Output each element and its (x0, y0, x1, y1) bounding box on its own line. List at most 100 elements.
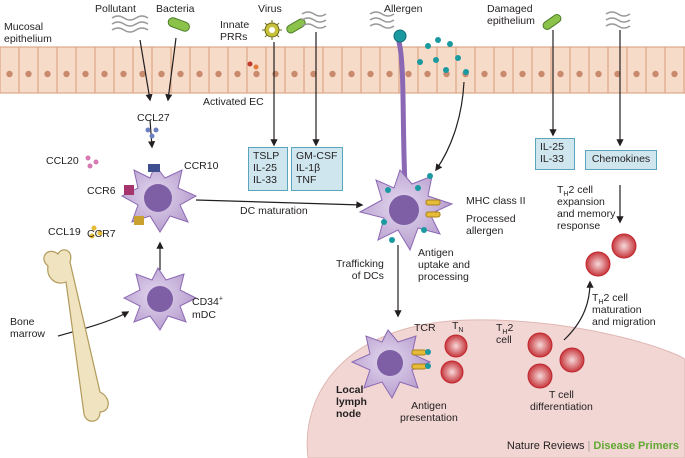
cytokine-il33: IL-33 (253, 174, 277, 186)
epithelial-cell (303, 46, 324, 94)
label-t-cell-differentiation: T cell differentiation (530, 389, 593, 413)
epithelial-cell (18, 46, 39, 94)
pollutant-icon-4 (605, 11, 631, 29)
epithelial-cell (512, 46, 533, 94)
label-pollutant: Pollutant (95, 3, 136, 15)
epithelial-cell (664, 46, 685, 94)
th2-expansion-sub: H (563, 191, 569, 199)
epithelial-nucleus (82, 70, 89, 78)
epithelial-nucleus (595, 70, 602, 78)
cytokine-il25: IL-25 (253, 162, 277, 174)
cd34-mdc-cell (122, 267, 198, 331)
epithelial-nucleus (614, 70, 621, 78)
footer-journal: Disease Primers (593, 440, 679, 452)
label-th2-expansion: TH2 cell expansion and memory response (557, 184, 615, 232)
cytokine-il33-b: IL-33 (540, 153, 564, 165)
th2-cell-text: 2 cell (496, 322, 514, 346)
dendritic-cell-immature (120, 163, 198, 233)
epithelial-cell (56, 46, 77, 94)
epithelial-cell (341, 46, 362, 94)
epithelial-nucleus (139, 70, 146, 78)
epithelial-cell (322, 46, 343, 94)
th2-expansion-text: 2 cell expansion and memory response (557, 184, 616, 232)
bacteria-icon (167, 17, 190, 32)
label-ccl27: CCL27 (137, 112, 170, 124)
allergen-particles (417, 37, 469, 75)
ccl20-dots (85, 155, 99, 169)
epithelial-nucleus (500, 70, 507, 78)
label-damaged-epithelium: Damaged epithelium (487, 3, 535, 27)
epithelial-nucleus (120, 70, 127, 78)
epithelial-cell (531, 46, 552, 94)
cytokine-il1b: IL-1β (296, 162, 321, 174)
footer-publisher: Nature Reviews (506, 440, 585, 452)
label-trafficking-dcs: Trafficking of DCs (336, 258, 384, 282)
epithelial-cell (474, 46, 495, 94)
label-local-lymph-node: Local lymph node (336, 384, 367, 420)
epithelial-cell (284, 46, 305, 94)
label-virus: Virus (258, 3, 282, 15)
th2-cell-t: T (496, 322, 503, 334)
epithelial-nucleus (25, 70, 32, 78)
ccl19-dots (89, 225, 103, 239)
label-tcr: TCR (414, 322, 436, 334)
pollutant-icon-2 (301, 11, 327, 29)
pollutant-icon-3 (369, 11, 395, 29)
label-cd34-mdc: CD34+ mDC (192, 296, 223, 322)
epithelial-nucleus (196, 70, 203, 78)
epithelial-cell (626, 46, 647, 94)
epithelial-nucleus (519, 70, 526, 78)
epithelial-cell (227, 46, 248, 94)
epithelial-cell (246, 46, 267, 94)
label-innate-prrs: Innate PRRs (220, 19, 250, 43)
tn-sub: N (458, 327, 464, 335)
epithelial-nucleus (158, 70, 165, 78)
epithelial-nucleus (253, 70, 260, 78)
cytokine-tnf: TNF (296, 174, 317, 186)
t-cells (440, 233, 637, 389)
label-cd34-sup: + (218, 295, 223, 303)
epithelial-nucleus (6, 70, 13, 78)
epithelial-nucleus (329, 70, 336, 78)
label-ccr6: CCR6 (87, 185, 116, 197)
label-antigen-presentation: Antigen presentation (400, 400, 458, 424)
label-th2-maturation: TH2 cell maturation and migration (592, 292, 656, 328)
label-ccl19: CCL19 (48, 226, 81, 238)
mucosal-epithelium-layer (0, 46, 685, 94)
epithelial-nucleus (633, 70, 640, 78)
epithelial-cell (37, 46, 58, 94)
label-cd34-text: CD34 (192, 296, 219, 308)
bacteria-icon-3 (542, 14, 562, 30)
epithelial-cell (550, 46, 571, 94)
epithelial-nucleus (652, 70, 659, 78)
antigen-presenting-dc (350, 329, 432, 400)
th2-maturation-text: 2 cell maturation and migration (592, 292, 656, 328)
epithelial-cell (151, 46, 172, 94)
epithelial-nucleus (424, 70, 431, 78)
th2-maturation-t: T (592, 292, 599, 304)
dc-dendrite (395, 37, 408, 186)
label-antigen-uptake: Antigen uptake and processing (418, 247, 470, 283)
epithelial-nucleus (215, 70, 222, 78)
footer-separator: | (587, 440, 591, 452)
epithelial-cell (360, 46, 381, 94)
label-mucosal-epithelium: Mucosal epithelium (4, 21, 52, 45)
epithelial-cell (417, 46, 438, 94)
label-allergen: Allergen (384, 3, 423, 15)
epithelial-nucleus (481, 70, 488, 78)
th2-expansion-t: T (557, 184, 564, 196)
epithelial-cell (0, 46, 20, 94)
epithelial-cell (113, 46, 134, 94)
chemokines-box: Chemokines (585, 150, 657, 170)
epithelial-cell (493, 46, 514, 94)
epithelial-cell (189, 46, 210, 94)
cytokine-il25-b: IL-25 (540, 141, 564, 153)
label-dc-maturation: DC maturation (240, 205, 308, 217)
epithelial-cell (94, 46, 115, 94)
label-activated-ec: Activated EC (203, 96, 264, 108)
bone-marrow-icon (43, 249, 109, 422)
label-ccr10: CCR10 (184, 160, 219, 172)
epithelial-cell (208, 46, 229, 94)
